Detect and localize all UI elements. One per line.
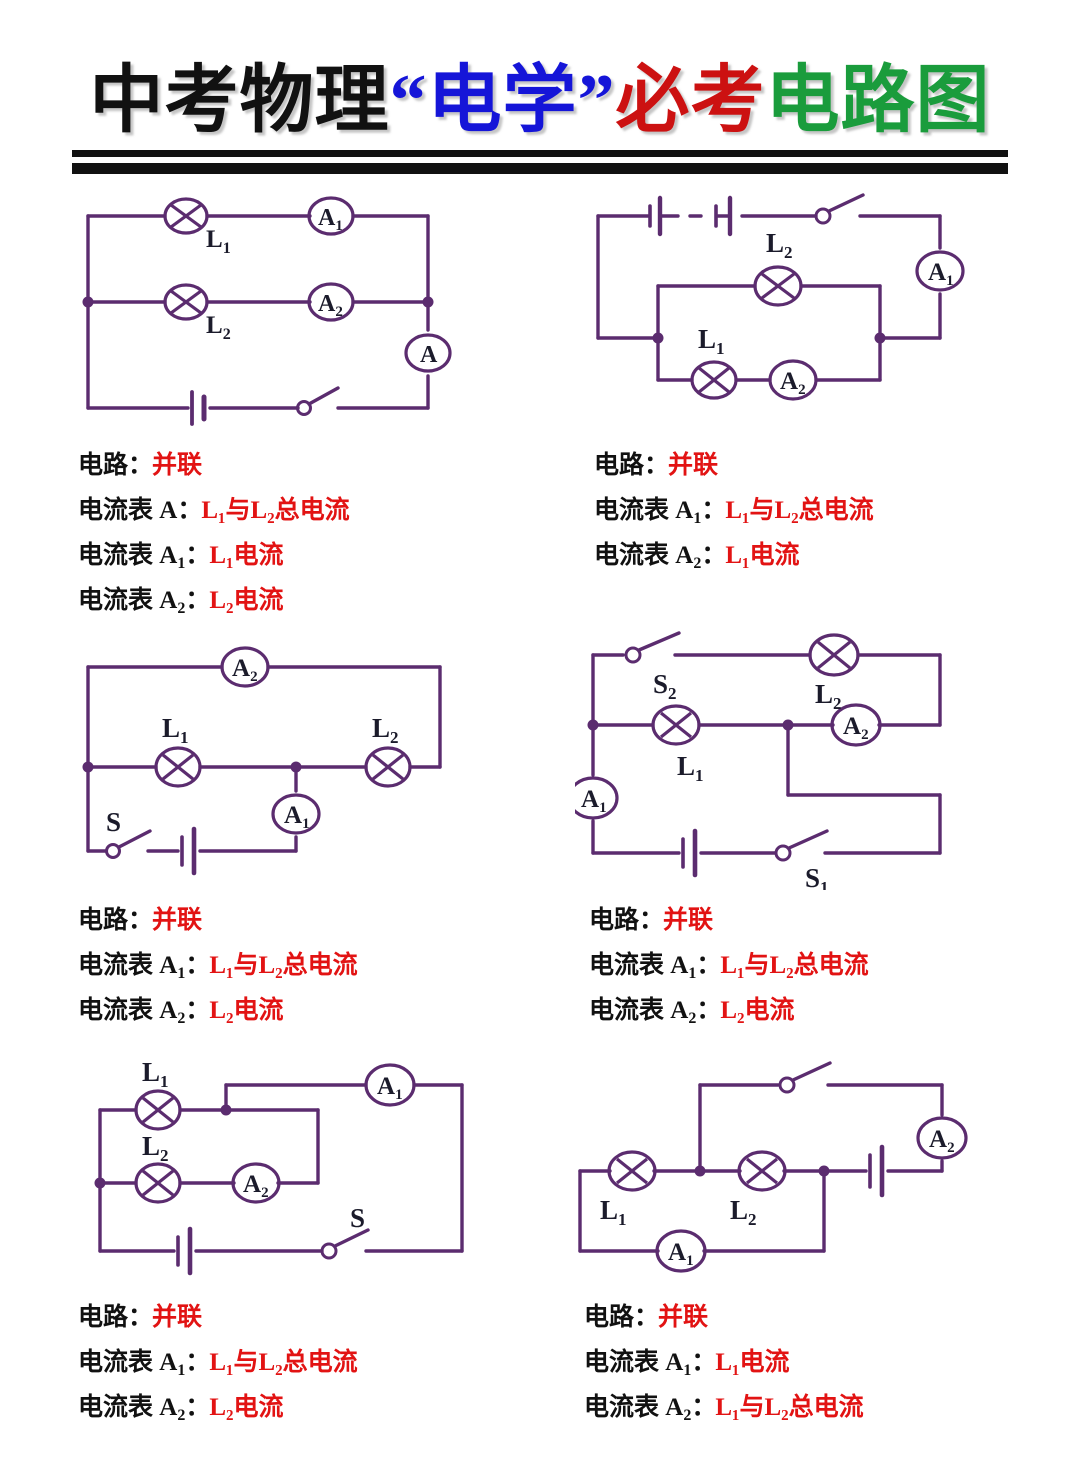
- answer-value: L₁与L₂总电流: [201, 497, 350, 524]
- circuit-caption-4: 电路：并联 电流表 A1：L₁与L₂总电流 电流表 A2：L₂电流: [589, 898, 869, 1033]
- circuit-diagram-1: L1 L2 A1 A2 A: [82, 196, 452, 426]
- caption-line: 电流表 A2：L₂电流: [78, 997, 284, 1027]
- answer-value: L₁电流: [209, 542, 284, 569]
- ammeter-label-A1: A1: [284, 802, 310, 832]
- lamp-label-L1: L1: [142, 1057, 169, 1091]
- switch-label-S2: S2: [653, 669, 677, 703]
- ammeter-label-A: A: [420, 342, 438, 368]
- lamp-label-L1: L1: [698, 324, 725, 358]
- title-divider-thick: [72, 163, 1008, 174]
- title-part-topic: “电学”: [389, 60, 616, 142]
- caption-line: 电流表 A2：L₂电流: [78, 587, 284, 617]
- ammeter-label-A1: A1: [928, 259, 954, 289]
- switch-label-S: S: [350, 1203, 365, 1233]
- caption-line: 电路：并联: [78, 452, 203, 479]
- caption-line: 电路：并联: [78, 1304, 203, 1331]
- circuit-card-6: L1 L2 A2 A1 电路：并联 电流表 A1：L₁电流 电流表 A2：L₁与…: [570, 1055, 1040, 1455]
- ammeter-label-A2: A2: [929, 1126, 955, 1156]
- answer-value: L₁电流: [725, 542, 800, 569]
- caption-line: 电流表 A1：L₁与L₂总电流: [78, 952, 358, 982]
- caption-line: 电流表 A1：L₁与L₂总电流: [78, 1349, 358, 1379]
- circuit-caption-1: 电路：并联 电流表 A：L₁与L₂总电流 电流表 A1：L₁电流 电流表 A2：…: [78, 443, 350, 623]
- circuit-diagram-6: L1 L2 A2 A1: [578, 1061, 968, 1273]
- circuit-caption-3: 电路：并联 电流表 A1：L₁与L₂总电流 电流表 A2：L₂电流: [78, 898, 358, 1033]
- answer-value: L₁与L₂总电流: [209, 1349, 358, 1376]
- answer-value: 并联: [668, 452, 719, 479]
- lamp-label-L2: L2: [142, 1131, 169, 1165]
- ammeter-label-A1: A1: [668, 1239, 694, 1269]
- lamp-label-L2: L2: [372, 713, 399, 747]
- answer-value: 并联: [663, 907, 714, 934]
- circuit-caption-6: 电路：并联 电流表 A1：L₁电流 电流表 A2：L₁与L₂总电流: [584, 1295, 864, 1430]
- answer-value: 并联: [152, 452, 203, 479]
- caption-line: 电流表 A2：L₂电流: [78, 1394, 284, 1424]
- caption-line: 电流表 A1：L₁电流: [584, 1349, 790, 1379]
- title-divider-thin: [72, 150, 1008, 157]
- circuit-card-1: L1 L2 A1 A2 A 电路：并联 电流表 A：L₁与L₂总电流 电流表 A…: [70, 190, 540, 630]
- circuit-card-3: L1 L2 A2 A1 S 电路：并联 电流表 A1：L₁与L₂总电流 电流表 …: [70, 645, 540, 1045]
- lamp-label-L1: L1: [206, 226, 231, 257]
- caption-line: 电路：并联: [78, 907, 203, 934]
- poster-header: 中考物理“电学”必考电路图: [0, 0, 1080, 178]
- caption-line: 电流表 A2：L₁电流: [594, 542, 800, 572]
- lamp-label-L2: L2: [766, 228, 793, 262]
- circuit-caption-5: 电路：并联 电流表 A1：L₁与L₂总电流 电流表 A2：L₂电流: [78, 1295, 358, 1430]
- circuit-card-5: L1 L2 A1 A2 S 电路：并联 电流表 A1：L₁与L₂总电流 电流表 …: [70, 1055, 540, 1455]
- ammeter-label-A2: A2: [843, 713, 869, 743]
- answer-value: 并联: [152, 907, 203, 934]
- caption-line: 电流表 A2：L₁与L₂总电流: [584, 1394, 864, 1424]
- caption-line: 电流表 A1：L₁与L₂总电流: [594, 497, 874, 527]
- answer-value: L₂电流: [209, 1394, 284, 1421]
- ammeter-label-A1: A1: [377, 1073, 403, 1103]
- answer-value: L₂电流: [720, 997, 795, 1024]
- caption-line: 电路：并联: [589, 907, 714, 934]
- circuit-diagram-4: S2 L2 L1 A2 A1 S1: [575, 631, 942, 890]
- answer-value: L₂电流: [209, 587, 284, 614]
- circuit-card-4: S2 L2 L1 A2 A1 S1 电路：并联 电流表 A1：L₁与L₂总电流 …: [575, 615, 1045, 1045]
- answer-value: L₂电流: [209, 997, 284, 1024]
- ammeter-label-A1: A1: [318, 205, 343, 234]
- answer-value: L₁电流: [715, 1349, 790, 1376]
- page-title: 中考物理“电学”必考电路图: [0, 58, 1080, 144]
- answer-value: L₁与L₂总电流: [720, 952, 869, 979]
- answer-value: L₁与L₂总电流: [715, 1394, 864, 1421]
- circuit-diagram-2: L2 L1 A1 A2: [596, 193, 965, 401]
- ammeter-label-A2: A2: [780, 368, 806, 398]
- circuit-card-2: L2 L1 A1 A2 电路：并联 电流表 A1：L₁与L₂总电流 电流表 A2…: [580, 190, 1050, 590]
- caption-line: 电流表 A1：L₁电流: [78, 542, 284, 572]
- circuit-diagram-5: L1 L2 A1 A2 S: [94, 1057, 464, 1276]
- caption-line: 电流表 A：L₁与L₂总电流: [78, 497, 350, 524]
- answer-value: L₁与L₂总电流: [725, 497, 874, 524]
- lamp-label-L2: L2: [206, 312, 231, 343]
- lamp-label-L1: L1: [677, 751, 704, 785]
- ammeter-label-A1: A1: [581, 786, 607, 816]
- ammeter-label-A2: A2: [243, 1171, 269, 1201]
- ammeter-label-A2: A2: [318, 291, 343, 320]
- switch-label-S1: S1: [805, 863, 829, 890]
- lamp-label-L2: L2: [815, 679, 842, 713]
- answer-value: 并联: [152, 1304, 203, 1331]
- answer-value: L₁与L₂总电流: [209, 952, 358, 979]
- lamp-label-L2: L2: [730, 1195, 757, 1229]
- answer-value: 并联: [658, 1304, 709, 1331]
- lamp-label-L1: L1: [600, 1195, 627, 1229]
- lamp-label-L1: L1: [162, 713, 189, 747]
- switch-label-S: S: [106, 807, 121, 837]
- circuit-diagram-3: L1 L2 A2 A1 S: [82, 646, 442, 876]
- ammeter-label-A2: A2: [232, 655, 258, 685]
- caption-line: 电路：并联: [594, 452, 719, 479]
- title-part-subject: 中考物理: [89, 60, 390, 142]
- caption-line: 电流表 A1：L₁与L₂总电流: [589, 952, 869, 982]
- caption-line: 电路：并联: [584, 1304, 709, 1331]
- title-part-diagram: 电路图: [765, 60, 991, 142]
- circuit-caption-2: 电路：并联 电流表 A1：L₁与L₂总电流 电流表 A2：L₁电流: [594, 443, 874, 578]
- title-part-must: 必考: [615, 60, 766, 142]
- caption-line: 电流表 A2：L₂电流: [589, 997, 795, 1027]
